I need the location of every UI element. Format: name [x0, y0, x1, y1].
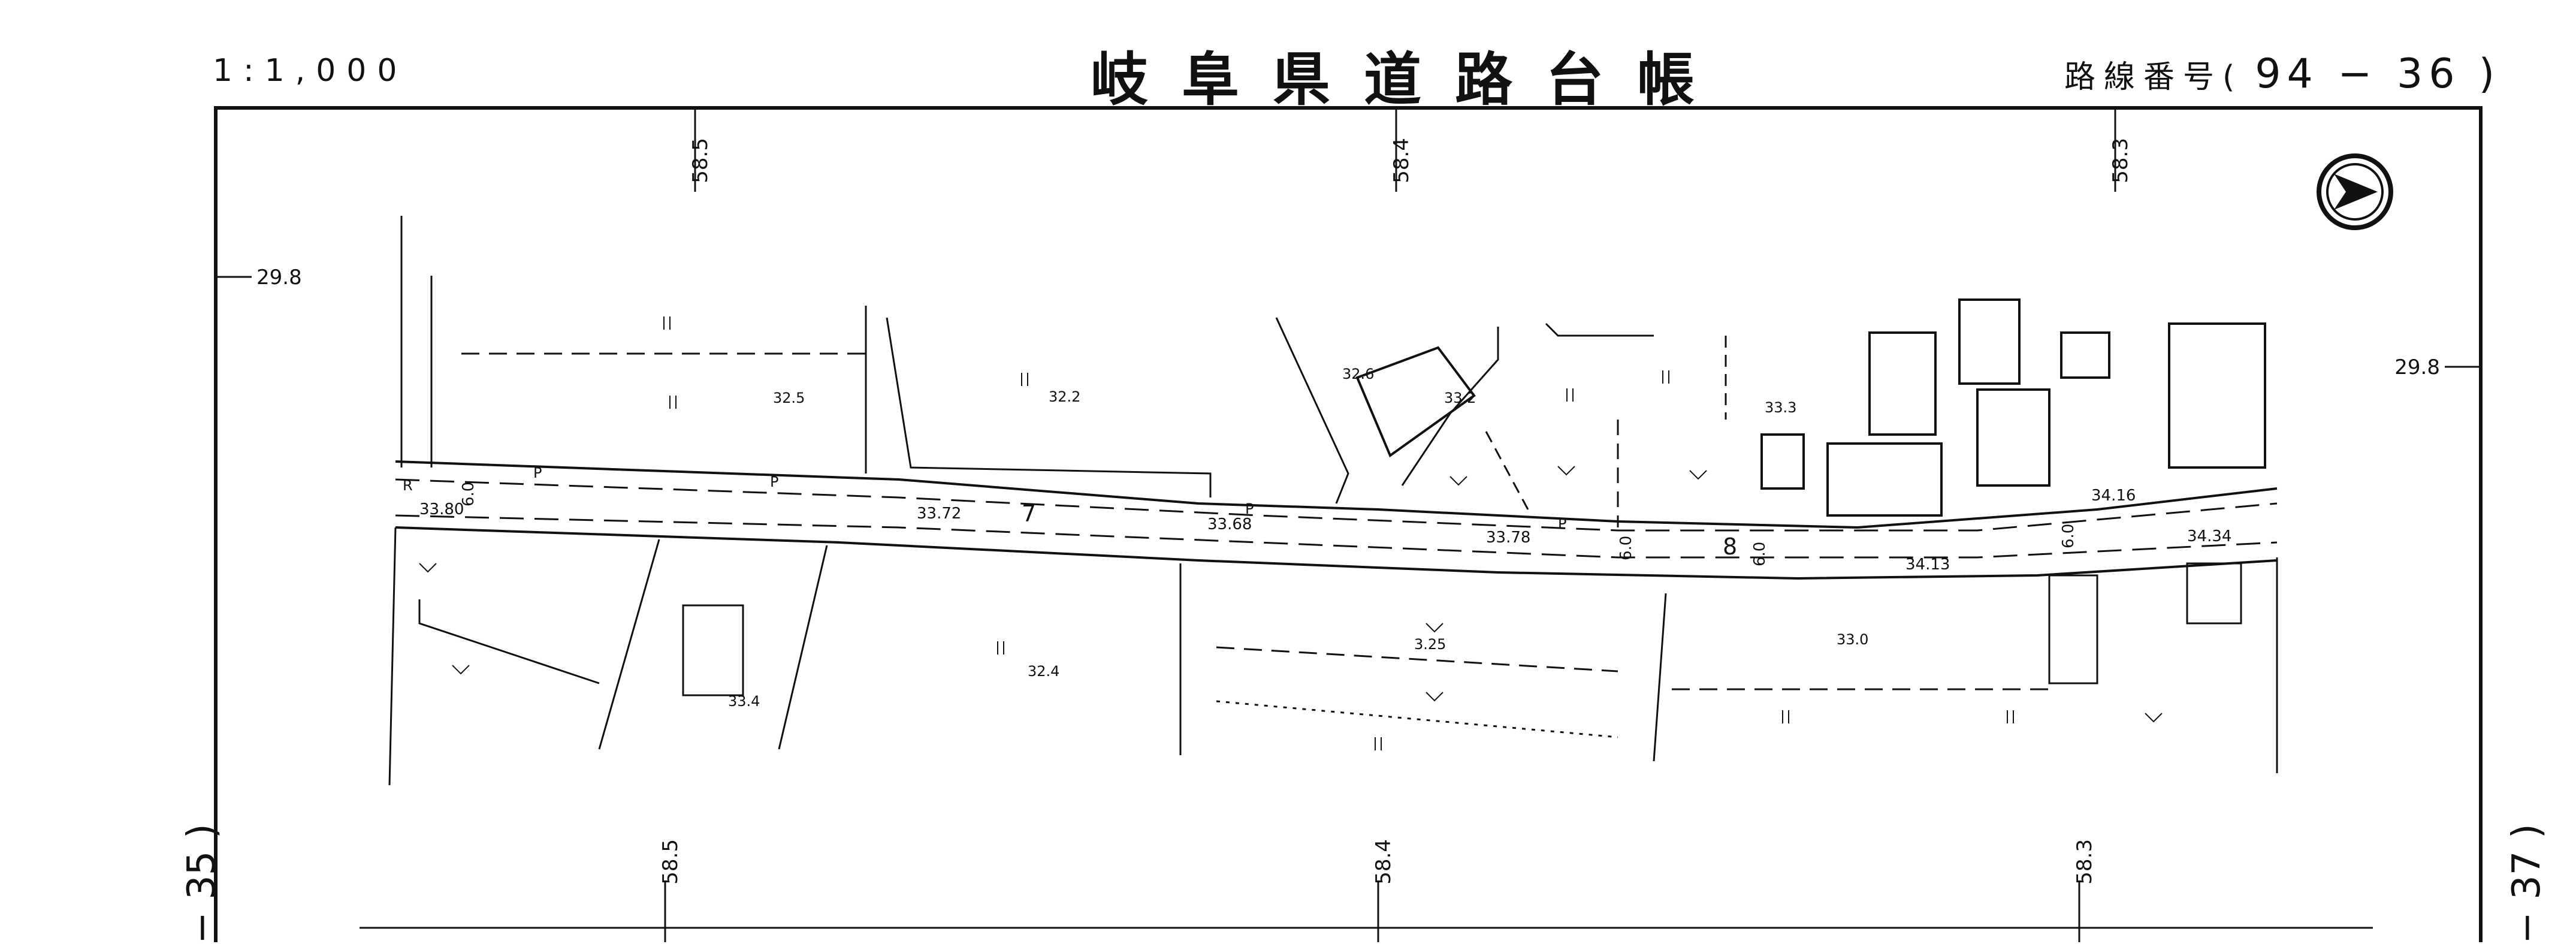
road-elevation: 33.72 — [917, 505, 961, 523]
pole-mark: P — [1245, 500, 1254, 517]
grid-label-top: 58.4 — [1390, 138, 1414, 183]
spot-elevation: 32.2 — [1049, 388, 1080, 405]
north-arrow-icon — [2317, 153, 2393, 230]
spot-elevation: 33.3 — [1765, 399, 1796, 416]
page-title: 岐阜県道路台帳 — [1091, 46, 1728, 113]
spot-elevation: 3.25 — [1414, 636, 1446, 653]
spot-elevation: 32.5 — [773, 390, 805, 406]
road-width: 6.0 — [2059, 524, 2077, 548]
road-elevation: 34.16 — [2091, 487, 2136, 505]
road-elevation: 34.34 — [2187, 527, 2231, 545]
road-elevation: 33.80 — [419, 500, 464, 518]
road-width: 6.0 — [1751, 542, 1769, 566]
road-width: 6.0 — [1617, 536, 1635, 560]
spot-elevation: 33.0 — [1837, 631, 1868, 648]
pole-mark: P — [770, 473, 778, 490]
map-frame — [214, 106, 2483, 942]
parcels-south — [388, 527, 2278, 786]
spot-elevation: 32.4 — [1028, 663, 1059, 680]
grid-label-bottom: 58.4 — [1372, 839, 1396, 885]
spot-elevation: 33.2 — [1444, 390, 1476, 406]
land-use-symbols — [419, 316, 2163, 750]
road-elevation: 33.68 — [1207, 515, 1252, 533]
grid-label-bottom: 58.5 — [659, 839, 682, 885]
grid-label-bottom: 58.3 — [2073, 839, 2097, 885]
grid-label-right: 29.8 — [2394, 355, 2440, 379]
grid-label-top: 58.5 — [688, 138, 712, 183]
pole-mark: P — [1558, 515, 1566, 532]
road-elevation: 33.78 — [1486, 529, 1530, 547]
road-marker: R — [403, 477, 413, 494]
road-width: 6.0 — [460, 482, 478, 506]
grid-label-left: 29.8 — [256, 266, 302, 289]
spot-elevation: 32.6 — [1342, 366, 1374, 382]
road-elevation: 34.13 — [1905, 556, 1950, 574]
parcels-north — [400, 216, 1727, 527]
buildings-north — [1355, 298, 2266, 517]
map-scale: 1:1,000 — [213, 53, 408, 89]
station-label: 8 — [1723, 533, 1737, 560]
road-edges — [395, 460, 2278, 580]
pole-mark: P — [533, 465, 542, 481]
route-number: 路線番号( 94 − 36) — [2064, 50, 2495, 98]
spot-elevation: 33.4 — [728, 693, 760, 710]
grid-label-top: 58.3 — [2109, 138, 2133, 183]
route-close: ) — [2478, 50, 2495, 98]
station-label: 7 — [1022, 500, 1036, 527]
route-number-value: 94 − 36 — [2255, 50, 2461, 98]
route-label: 路線番号( — [2064, 59, 2243, 95]
